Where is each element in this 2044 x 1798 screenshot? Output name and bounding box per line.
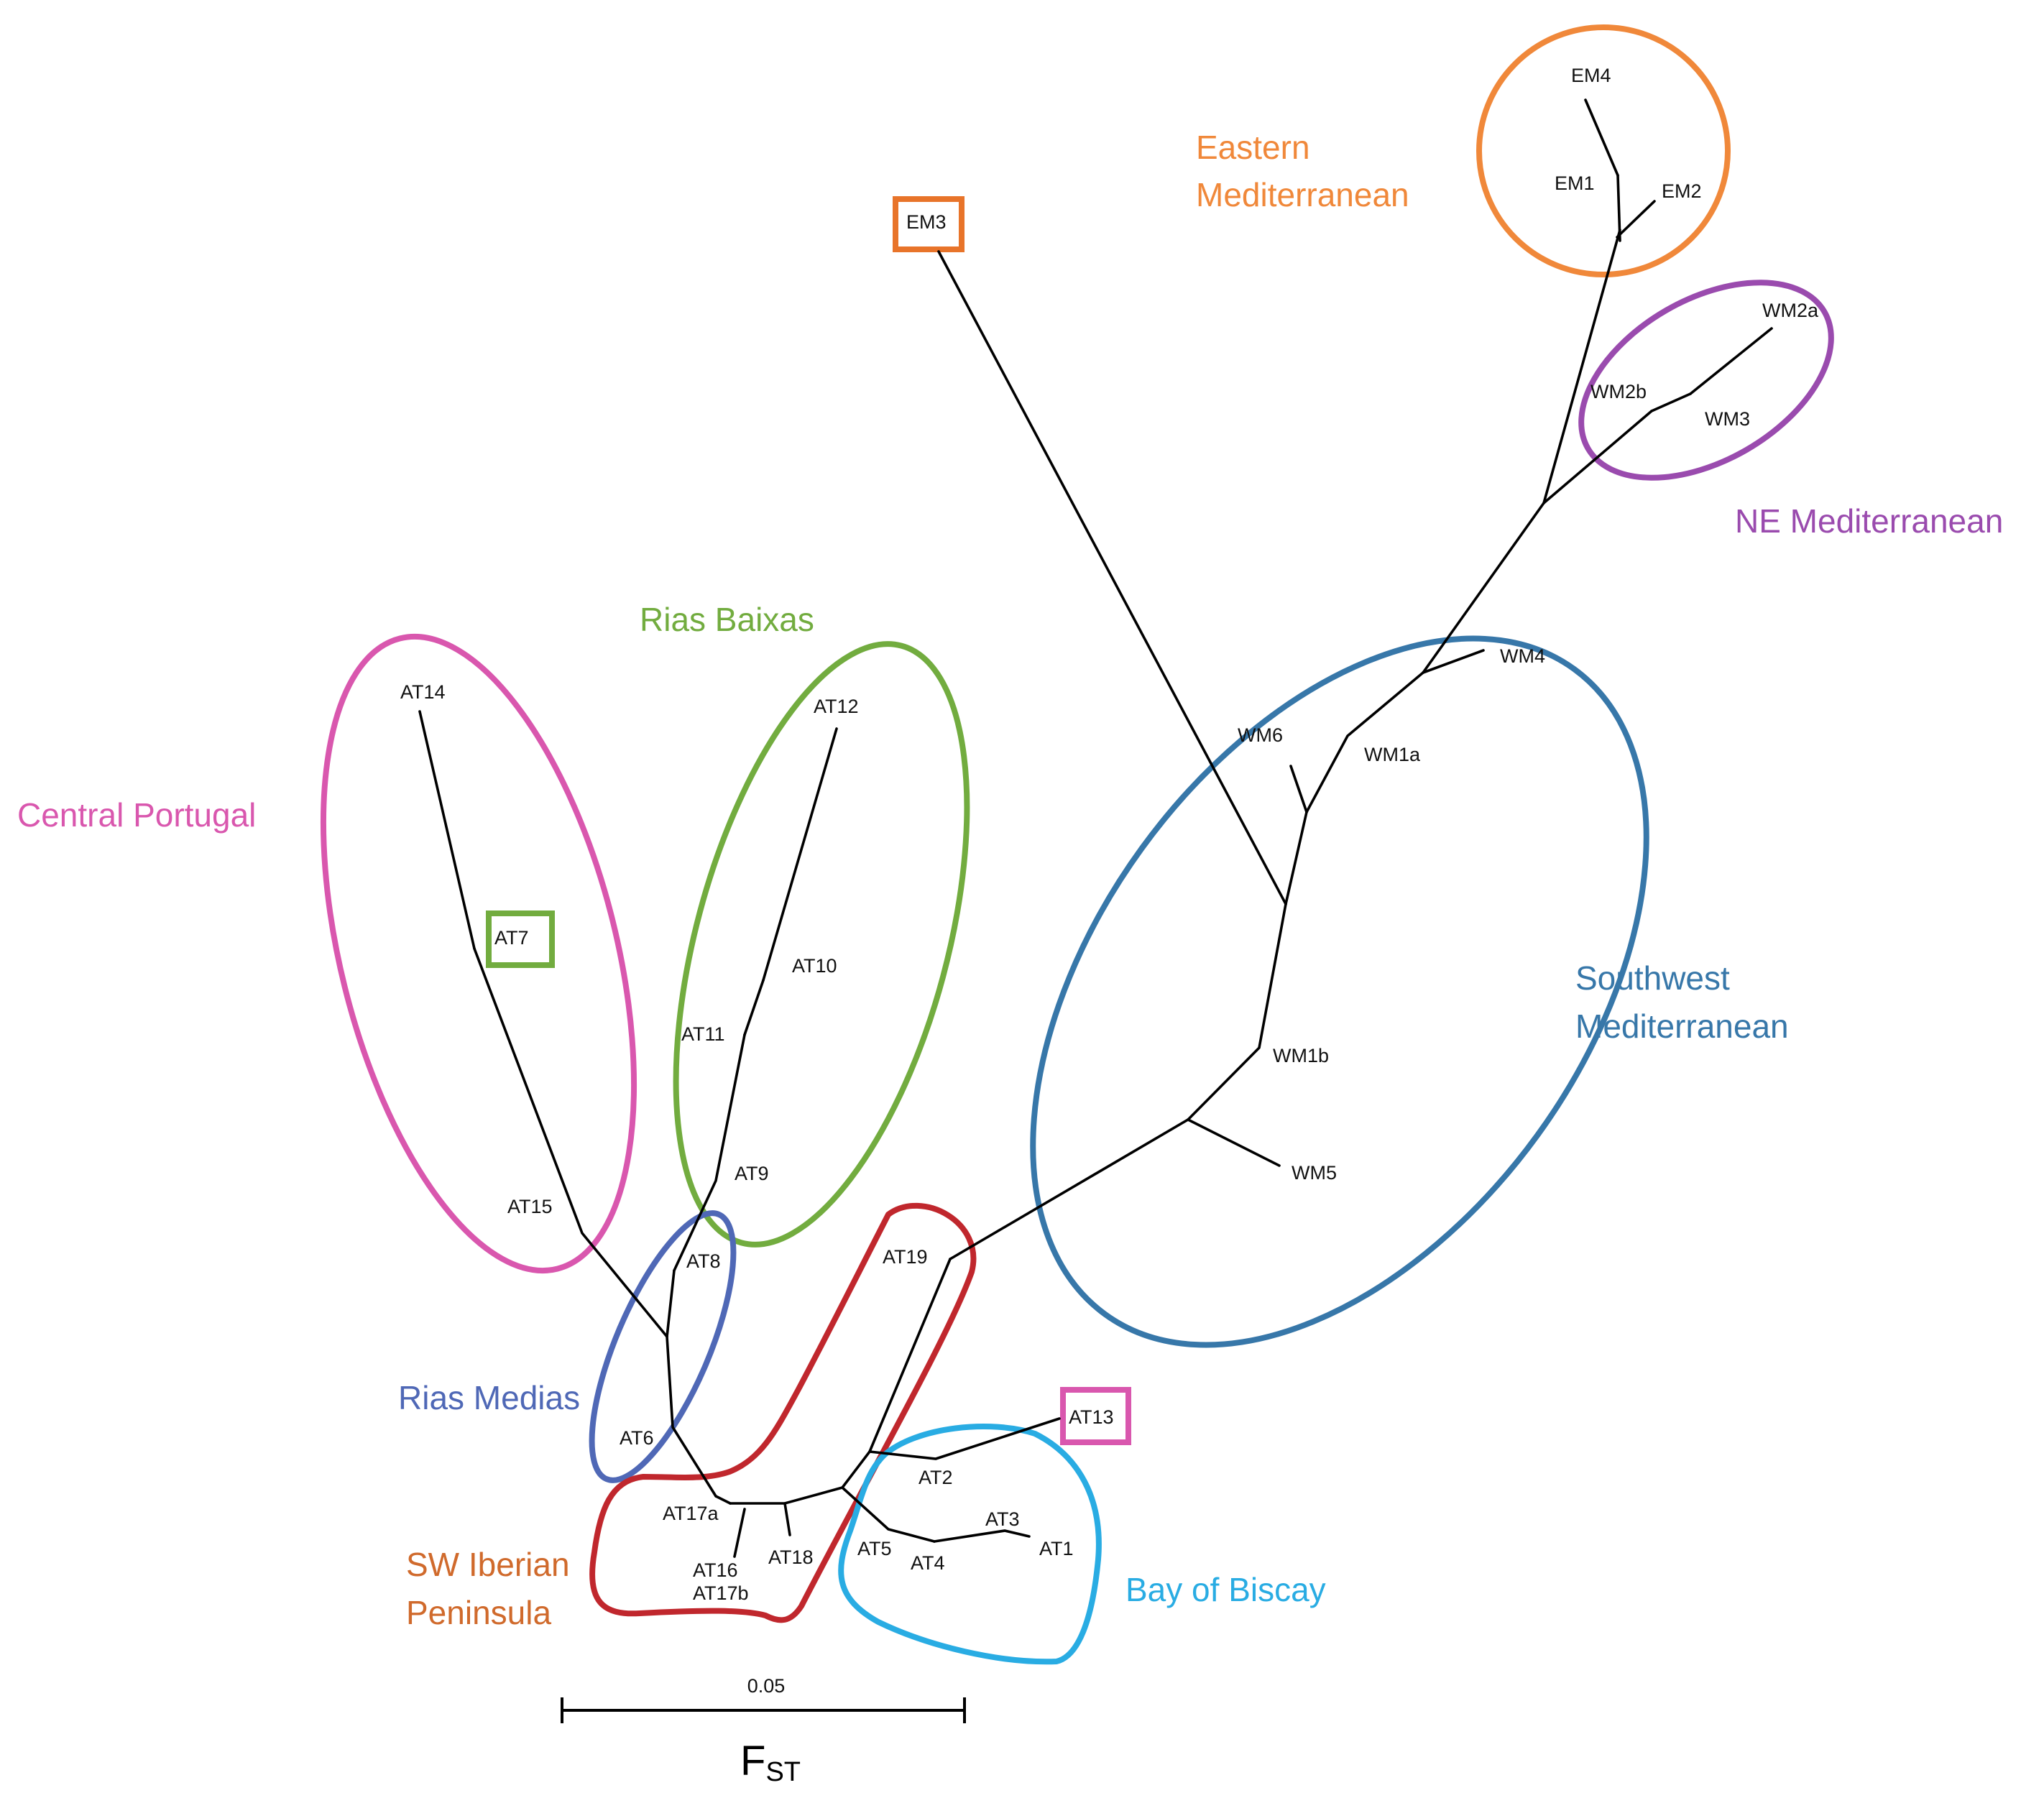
region-label-rias-baixas: Rias Baixas bbox=[640, 601, 814, 638]
ne-mediterranean-outline bbox=[1578, 280, 1834, 481]
node-at11: AT11 bbox=[681, 1023, 725, 1045]
scale-bar-axis-label: FST bbox=[740, 1738, 801, 1787]
node-at5: AT5 bbox=[857, 1538, 892, 1559]
southwest-mediterranean-outline bbox=[1030, 635, 1649, 1348]
at13-highlight-box bbox=[1060, 1387, 1131, 1445]
node-labels: EM4 EM1 EM2 EM3 WM2a WM2b WM3 WM4 WM6 WM… bbox=[400, 65, 1819, 1604]
region-label-rias-medias: Rias Medias bbox=[398, 1379, 580, 1416]
branch-backbone-mid bbox=[1284, 811, 1308, 905]
branch-at11-at10 bbox=[743, 979, 765, 1036]
node-at9: AT9 bbox=[735, 1163, 769, 1184]
region-label-sw-iberian-line1: SW Iberian bbox=[406, 1546, 570, 1583]
central-portugal-outline bbox=[320, 633, 637, 1274]
branch-em2 bbox=[1616, 200, 1656, 239]
eastern-mediterranean-outline bbox=[1476, 24, 1731, 277]
region-labels: Eastern Mediterranean NE Mediterranean S… bbox=[17, 129, 2003, 1631]
region-label-bay-of-biscay: Bay of Biscay bbox=[1125, 1571, 1326, 1608]
node-at3: AT3 bbox=[985, 1508, 1020, 1530]
branch-at5-at4 bbox=[841, 1486, 936, 1543]
node-at7: AT7 bbox=[494, 927, 529, 949]
node-wm1a: WM1a bbox=[1364, 744, 1421, 765]
branch-wm2b bbox=[1542, 410, 1653, 504]
node-at18: AT18 bbox=[768, 1546, 814, 1568]
node-wm1b: WM1b bbox=[1273, 1045, 1329, 1066]
scale-bar-value: 0.05 bbox=[747, 1675, 786, 1697]
node-em1: EM1 bbox=[1555, 172, 1595, 194]
region-label-eastern-mediterranean-line2: Mediterranean bbox=[1196, 176, 1409, 213]
branch-at3-at1 bbox=[933, 1529, 1031, 1543]
node-at14: AT14 bbox=[400, 681, 446, 703]
node-wm2b: WM2b bbox=[1590, 381, 1647, 402]
node-at16: AT16 bbox=[693, 1559, 738, 1581]
bay-of-biscay-outline bbox=[838, 1424, 1102, 1665]
branch-at18 bbox=[783, 1502, 791, 1536]
branch-at16 bbox=[733, 1508, 746, 1558]
branch-at15 bbox=[473, 947, 668, 1338]
region-label-southwest-mediterranean-line1: Southwest bbox=[1575, 959, 1730, 997]
sw-iberian-peninsula-outline bbox=[589, 1202, 977, 1623]
node-at17b: AT17b bbox=[693, 1582, 749, 1604]
at7-highlight-box bbox=[486, 910, 555, 968]
node-at6: AT6 bbox=[620, 1427, 654, 1449]
node-at4: AT4 bbox=[911, 1552, 945, 1574]
region-label-eastern-mediterranean-line1: Eastern bbox=[1196, 129, 1310, 166]
node-at19: AT19 bbox=[883, 1246, 928, 1268]
node-at17a: AT17a bbox=[663, 1503, 719, 1524]
rias-baixas-outline bbox=[673, 641, 970, 1248]
branch-backbone-low bbox=[949, 1118, 1189, 1260]
branch-at8 bbox=[666, 1269, 676, 1338]
node-em4: EM4 bbox=[1571, 65, 1611, 86]
branch-backbone-wm1a bbox=[1305, 671, 1424, 813]
node-at8: AT8 bbox=[686, 1250, 721, 1272]
tree-branches bbox=[418, 98, 1773, 1558]
em3-highlight-box bbox=[893, 196, 965, 252]
node-wm5: WM5 bbox=[1292, 1162, 1337, 1184]
node-wm6: WM6 bbox=[1238, 724, 1283, 746]
node-em2: EM2 bbox=[1662, 180, 1702, 202]
region-label-southwest-mediterranean-line2: Mediterranean bbox=[1575, 1008, 1789, 1045]
branch-wm2a bbox=[1689, 327, 1773, 395]
branch-at12 bbox=[762, 727, 838, 982]
branch-wm3 bbox=[1650, 392, 1692, 412]
branch-wm1b bbox=[1187, 903, 1287, 1121]
branch-backbone-top bbox=[1422, 502, 1545, 674]
branch-em4 bbox=[1584, 98, 1619, 177]
node-at12: AT12 bbox=[814, 696, 859, 717]
node-wm2a: WM2a bbox=[1762, 300, 1819, 321]
branch-wm4 bbox=[1422, 649, 1485, 674]
branch-wm5 bbox=[1187, 1118, 1281, 1167]
node-wm3: WM3 bbox=[1705, 408, 1750, 430]
region-label-ne-mediterranean: NE Mediterranean bbox=[1735, 502, 2003, 540]
node-at10: AT10 bbox=[792, 955, 837, 977]
branch-em-stem bbox=[1542, 229, 1621, 504]
node-wm4: WM4 bbox=[1500, 645, 1545, 667]
region-label-central-portugal: Central Portugal bbox=[17, 796, 256, 834]
fst-main-letter: F bbox=[740, 1738, 765, 1784]
node-at2: AT2 bbox=[919, 1467, 953, 1488]
node-at13: AT13 bbox=[1069, 1406, 1114, 1428]
branch-at6 bbox=[666, 1335, 717, 1498]
branch-at18-junction bbox=[729, 1486, 844, 1505]
scale-bar: 0.05 FST bbox=[561, 1675, 966, 1787]
branch-at14 bbox=[418, 710, 476, 950]
rias-medias-outline bbox=[589, 1210, 737, 1483]
branch-at13 bbox=[868, 1417, 1061, 1460]
branch-at17a-junction bbox=[714, 1495, 732, 1505]
branch-at9 bbox=[673, 1033, 746, 1272]
fst-subscript: ST bbox=[765, 1757, 801, 1787]
node-at15: AT15 bbox=[507, 1196, 553, 1217]
region-label-sw-iberian-line2: Peninsula bbox=[406, 1594, 551, 1631]
branch-wm6 bbox=[1289, 765, 1308, 813]
node-at1: AT1 bbox=[1039, 1538, 1074, 1559]
branch-at19 bbox=[868, 1258, 952, 1453]
branch-at19-to-junction bbox=[841, 1450, 871, 1489]
branch-em3 bbox=[937, 250, 1287, 905]
node-em3: EM3 bbox=[906, 211, 947, 233]
